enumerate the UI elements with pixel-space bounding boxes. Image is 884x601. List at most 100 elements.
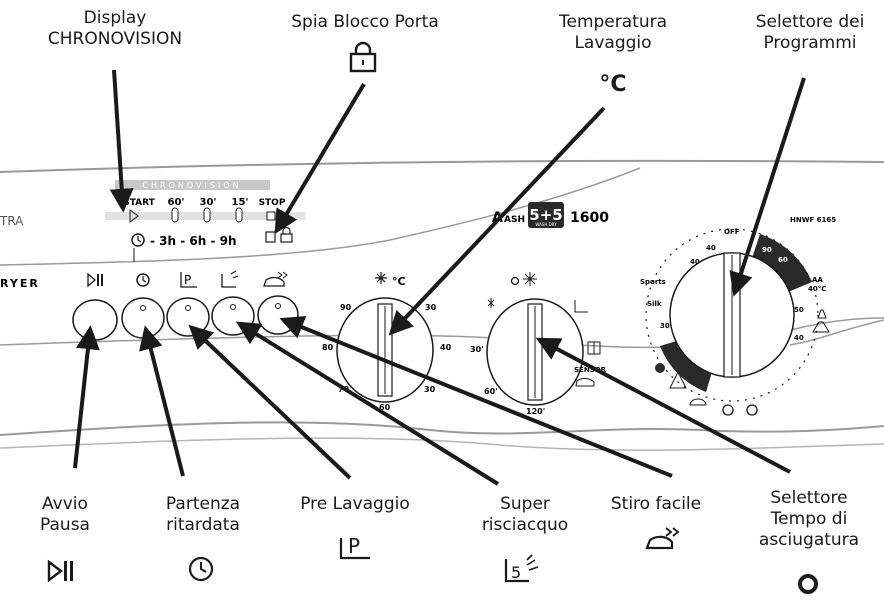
temperature-snowflake-icon [375,272,387,284]
delay-marks: - 3h - 6h - 9h [150,234,237,248]
svg-text:30: 30 [424,385,436,394]
svg-text:60: 60 [379,403,391,412]
svg-text:P: P [184,273,191,287]
display-start-triangle [129,209,139,223]
model-badge [528,202,564,228]
chronovision-display-bar [115,180,270,190]
start-pause-icon [47,559,73,583]
label-display: Display CHRONOVISION [40,8,190,50]
svg-text:40: 40 [690,258,700,266]
svg-text:40°C: 40°C [808,285,826,293]
label-temperature-line2: Lavaggio [574,33,652,53]
leader-drying-time [535,337,791,474]
label-program-selector: Selettore dei Programmi [740,12,880,54]
svg-text:5: 5 [511,563,521,582]
svg-text:AA: AA [812,276,823,284]
panel-clock-icon [136,273,150,287]
label-super-rinse: Super risciacquo [470,494,580,536]
button-easy-iron [257,295,299,335]
drying-time-dial: 30' 60' 120' SENSOR [470,272,607,416]
label-start-pause-line1: Avvio [42,494,88,514]
leader-display [109,69,134,213]
svg-text:60': 60' [484,387,498,396]
svg-text:WASH DRY: WASH DRY [535,222,557,227]
svg-text:40: 40 [794,334,804,342]
leader-easy-iron [279,316,673,478]
label-display-line2: CHRONOVISION [47,29,183,49]
svg-text:30: 30 [660,322,670,330]
leader-door-lock [274,82,366,235]
label-prewash: Pre Lavaggio [300,494,410,514]
display-led-60 [171,207,179,223]
svg-text:40: 40 [440,343,452,352]
timer-mark-stop: STOP [259,198,286,208]
label-temperature: Temperatura Lavaggio [548,12,678,54]
label-temperature-line1: Temperatura [558,12,668,32]
svg-text:90: 90 [762,246,772,254]
panel-top-edge [0,159,884,173]
label-super-rinse-line1: Super [500,494,550,514]
svg-text:Silk: Silk [647,300,662,308]
label-program-selector-line1: Selettore dei [755,12,865,32]
program-dial: OFF 40 60 90 AA 40°C 50 40 Silk Sports 3… [640,228,830,416]
leader-start-pause [73,325,100,469]
leader-program-selector [729,77,806,297]
svg-text:80: 80 [322,343,334,352]
svg-text:120': 120' [526,407,545,416]
display-led-stop [266,211,276,221]
prewash-icon: P [339,534,370,560]
leader-prewash [188,324,352,480]
svg-text:5+5: 5+5 [529,206,562,224]
label-drying-time-line2: Tempo di [770,509,848,529]
timer-mark-start: START [123,198,155,208]
label-drying-time-line3: asciugatura [758,530,860,550]
panel-right-step [789,319,884,346]
delay-clock-icon [131,233,145,247]
button-delayed-start [121,297,165,339]
svg-text:Sports: Sports [640,278,666,286]
svg-text:90: 90 [340,303,352,312]
svg-text:SENSOR: SENSOR [574,366,607,374]
label-easy-iron: Stiro facile [610,494,702,514]
timer-mark-30: 30' [200,197,217,208]
model-speed: 1600 [570,210,609,226]
panel-super-rinse-icon [221,274,236,288]
temperature-symbol: °C [599,72,627,97]
svg-text:50: 50 [794,306,804,314]
chronovision-bar-text: CHRONOVISION [142,181,241,190]
panel-start-pause-icon [87,272,96,288]
clock-icon [188,556,214,582]
panel-base-curve-2 [0,437,884,451]
label-program-selector-line2: Programmi [763,33,857,53]
panel-prewash-icon [180,272,197,288]
button-start-pause [72,299,118,341]
model-sub: ASH [504,215,525,225]
timer-mark-15: 15' [232,197,249,208]
label-display-line1: Display [83,8,147,28]
dryer-text: RYER [0,277,40,290]
svg-text:30': 30' [470,345,484,354]
leader-temperature [388,106,606,336]
label-delayed-start-line1: Partenza [165,494,241,514]
svg-text:P: P [348,534,360,558]
display-led-30 [203,207,211,223]
leader-delayed-start [139,325,185,477]
model-code: HNWF 6165 [790,216,836,224]
leader-super-rinse [235,321,500,486]
label-start-pause-line2: Pausa [40,515,90,535]
brand-left-text: TRA [0,214,24,228]
temperature-dial-unit: °C [392,275,406,288]
panel-lock-indicator-a [265,231,276,243]
panel-lock-indicator-b [280,233,293,243]
label-drying-time-line1: Selettore [770,488,848,508]
svg-text:OFF: OFF [724,228,740,236]
super-rinse-icon: 5 [504,554,539,583]
easy-iron-icon [645,527,680,550]
panel-inner-curve [0,167,641,266]
label-super-rinse-line2: risciacquo [481,515,569,535]
label-drying-time: Selettore Tempo di asciugatura [742,488,876,551]
label-door-lock: Spia Blocco Porta [291,12,439,32]
panel-base-curve [0,421,884,436]
